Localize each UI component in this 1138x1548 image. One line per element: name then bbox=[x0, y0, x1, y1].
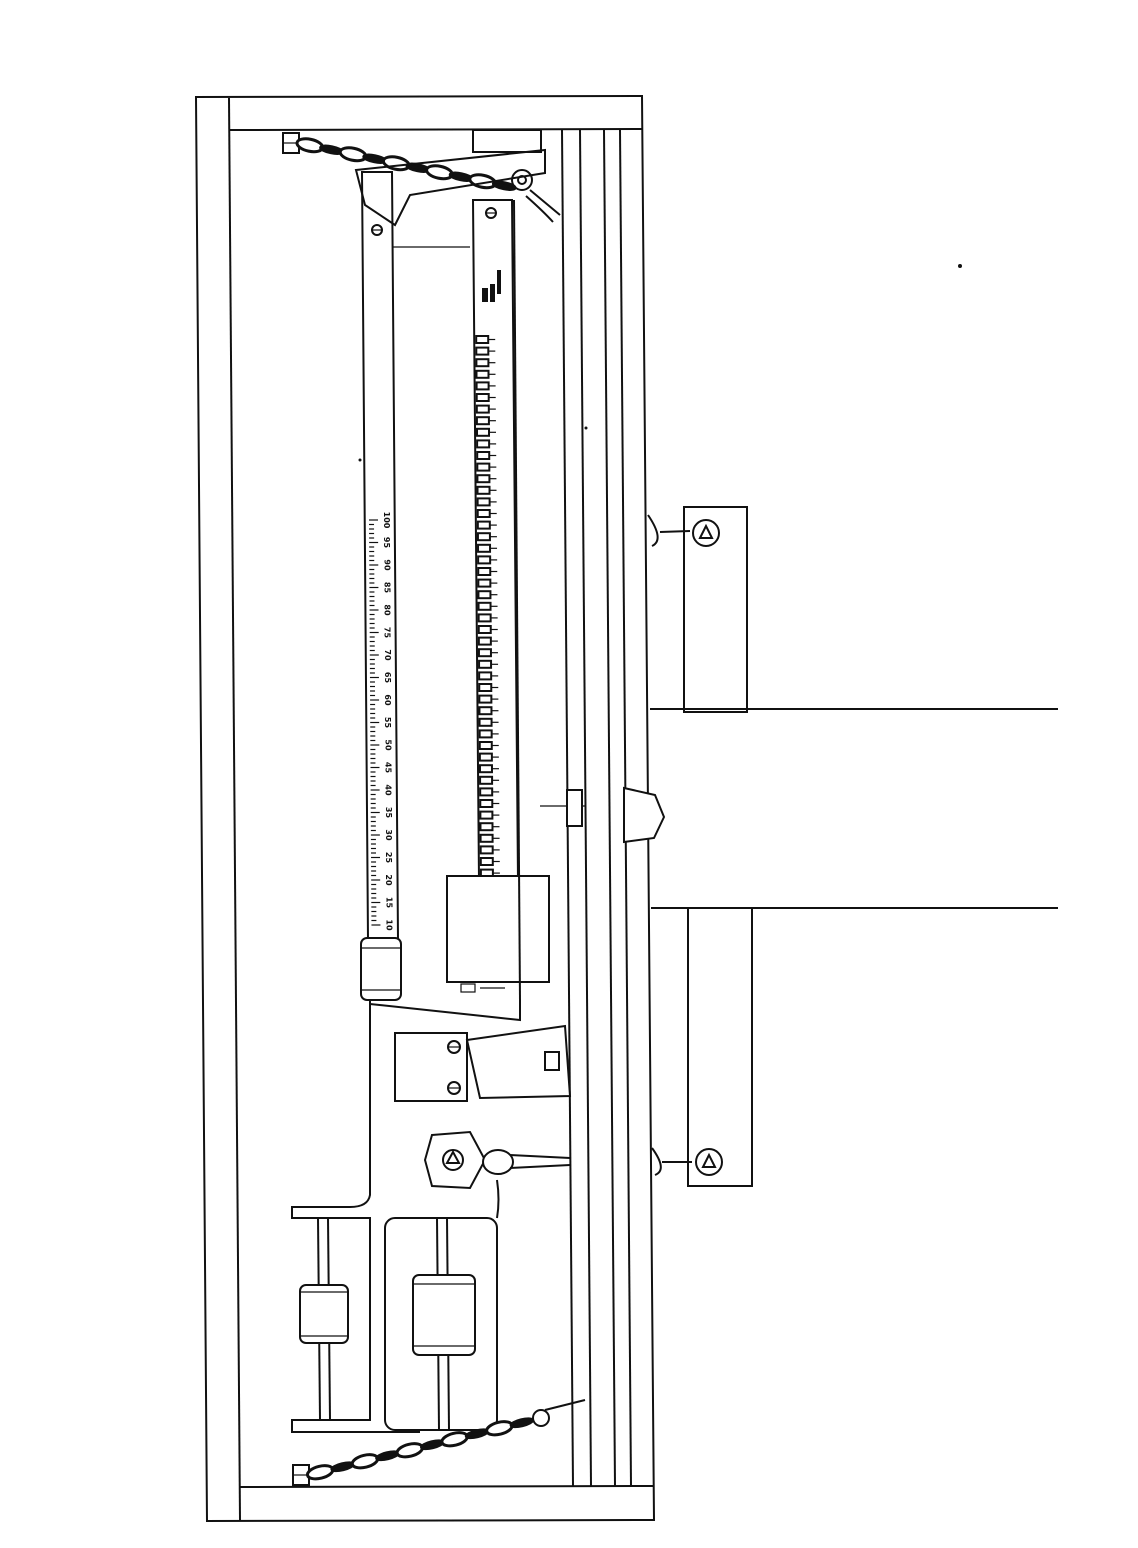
beam-poise bbox=[360, 937, 402, 1001]
top-chain bbox=[282, 132, 561, 223]
scale-tick-label: 85 bbox=[382, 582, 391, 594]
scale-tick-label: 20 bbox=[384, 874, 393, 886]
scale-tick-label: 40 bbox=[384, 784, 393, 796]
scale-tick-label: 30 bbox=[384, 829, 393, 841]
notched-beam bbox=[471, 199, 520, 881]
left-roller bbox=[299, 1217, 349, 1421]
support-arm bbox=[650, 708, 1058, 909]
scale-tick-label: 50 bbox=[383, 739, 392, 751]
graduated-beam: 10 15 20 25 30 35 40 45 50 55 60 65 70 75 80 85 90 95 100 bbox=[360, 171, 470, 941]
scale-tick-label: 65 bbox=[383, 672, 392, 684]
scale-tick-label: 45 bbox=[383, 762, 392, 774]
scale-tick-label: 90 bbox=[382, 559, 391, 571]
beam-marking bbox=[482, 270, 501, 302]
scale-tick-label: 70 bbox=[383, 649, 392, 661]
right-roller bbox=[412, 1217, 476, 1431]
bottom-chain bbox=[292, 1399, 586, 1486]
scan-specks bbox=[358, 264, 962, 462]
scale-tick-label: 100 bbox=[382, 512, 391, 529]
center-pin bbox=[513, 199, 666, 1001]
lower-body bbox=[291, 1000, 521, 1433]
top-bracket bbox=[354, 129, 546, 227]
scale-tick-label: 95 bbox=[382, 537, 391, 549]
scale-tick-label: 35 bbox=[384, 807, 393, 819]
scale-tick-label: 15 bbox=[384, 897, 393, 909]
scale-tick-label: 60 bbox=[383, 694, 392, 706]
scale-tick-label: 80 bbox=[383, 604, 392, 616]
upper-mount-block bbox=[647, 506, 748, 713]
scale-tick-label: 10 bbox=[384, 919, 393, 931]
sliding-weight-box bbox=[446, 875, 550, 993]
shackle bbox=[423, 1130, 571, 1190]
scale-ticks bbox=[369, 519, 381, 926]
scale-tick-label: 75 bbox=[383, 627, 392, 639]
lower-mount-block bbox=[651, 907, 753, 1187]
clamp-block bbox=[394, 1024, 572, 1102]
scale-tick-label: 55 bbox=[383, 717, 392, 729]
scale-tick-label: 25 bbox=[384, 852, 393, 864]
